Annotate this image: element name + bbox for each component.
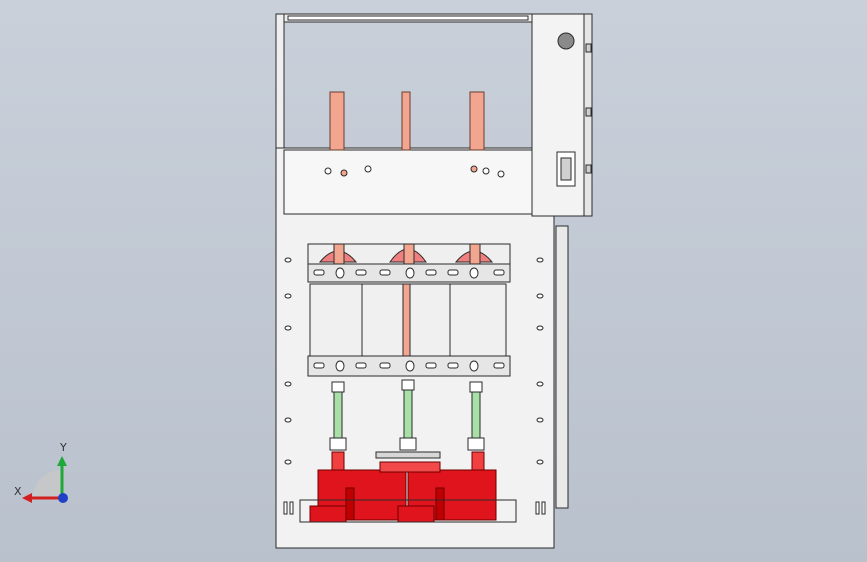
top-frame-inner-bar [287, 15, 529, 21]
base-plate [299, 451, 517, 523]
busbar-right [469, 91, 485, 151]
busbar-left [329, 91, 345, 151]
fuse-rods [329, 379, 485, 451]
side-panel-bolts [283, 257, 546, 515]
x-axis-label: X [14, 485, 22, 498]
hinge-bottom [585, 164, 592, 174]
coordinate-triad [22, 456, 68, 503]
center-link-bar [402, 283, 411, 357]
y-axis-label: Y [60, 441, 67, 454]
right-side-rail [555, 225, 569, 509]
upper-plate-bolts [324, 165, 505, 178]
top-busbars [329, 91, 485, 151]
upper-plate [283, 149, 533, 215]
control-box-details [556, 32, 592, 187]
upper-strip-slots [313, 267, 505, 279]
breaker-housing [307, 283, 511, 377]
lower-strip-slots [313, 360, 505, 372]
busbar-center [401, 91, 411, 151]
indicator-lamp [557, 32, 575, 50]
hinge-top [585, 43, 592, 53]
